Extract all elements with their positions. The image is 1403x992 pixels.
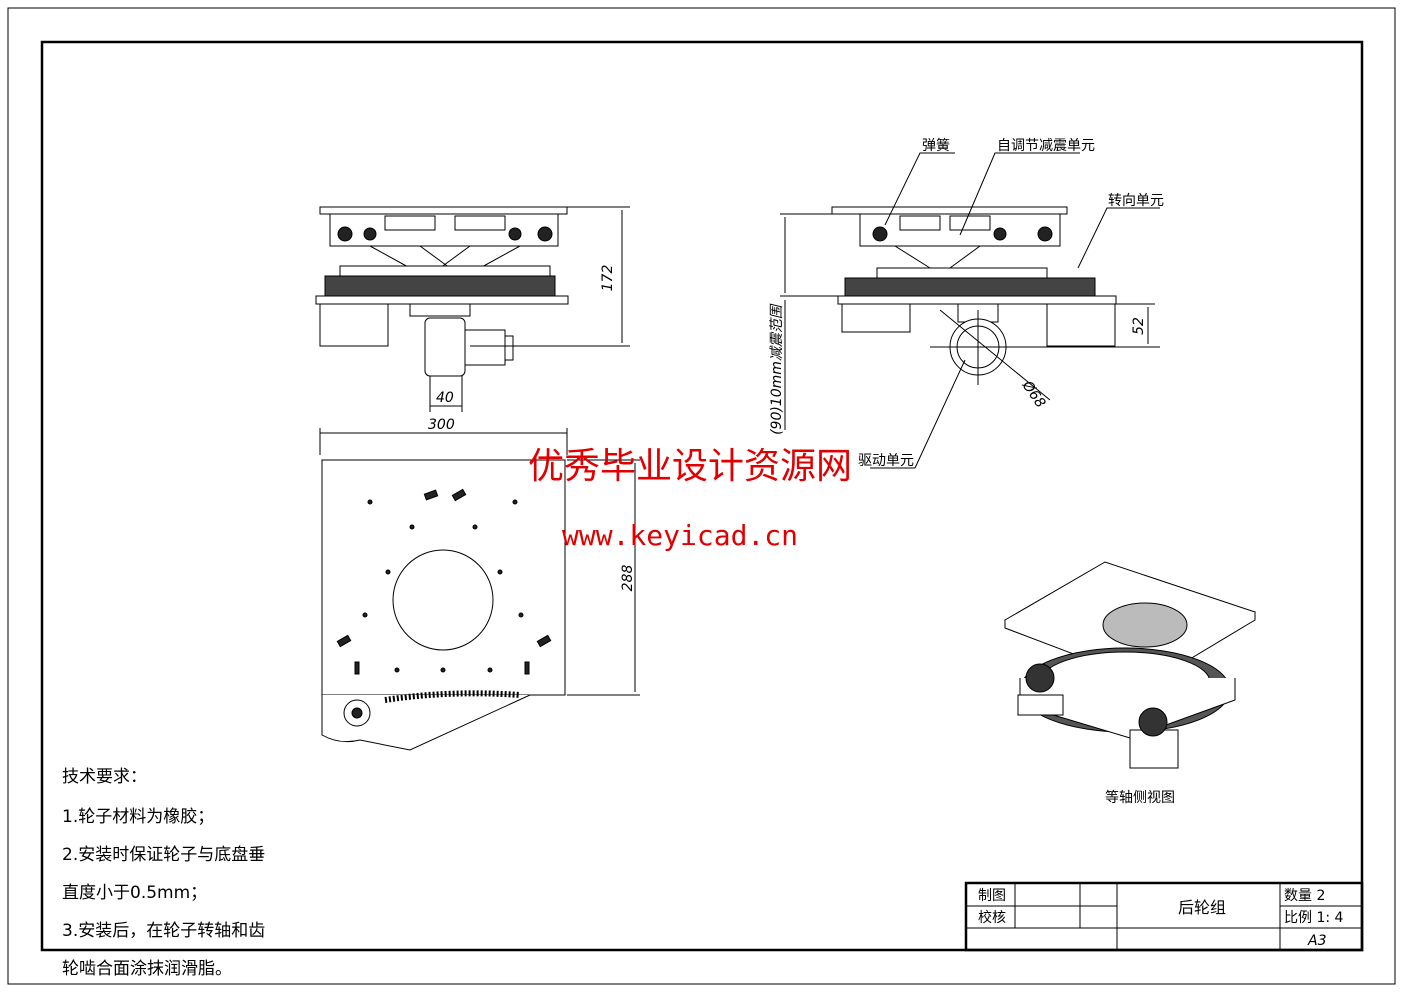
note-line: 轮啮合面涂抹润滑脂。: [62, 959, 232, 979]
label-steering-unit: 转向单元: [1108, 193, 1164, 209]
outer-border: [7, 7, 1396, 985]
label-drive-unit: 驱动单元: [858, 453, 914, 469]
title-block: 制图 校核 后轮组 数量 2 比例 1: 4 A3: [964, 881, 1364, 952]
part-name: 后轮组: [1178, 898, 1226, 917]
isometric-view: 等轴侧视图: [1003, 561, 1257, 806]
dim-height-172: 172: [600, 265, 616, 292]
side-view: Ø68 52 (90)10mm减震范围 弹簧 自调节减震单元 转向单元 驱动单元: [769, 138, 1164, 469]
checked-by-label: 校核: [978, 909, 1006, 926]
dim-depth-288: 288: [620, 565, 636, 592]
sheet-size: A3: [1307, 933, 1326, 949]
dim-width-300: 300: [428, 417, 455, 433]
dim-wheel-diameter: Ø68: [1018, 377, 1048, 411]
label-spring: 弹簧: [922, 138, 950, 154]
scale: 比例 1: 4: [1284, 910, 1344, 926]
technical-notes: 技术要求： 1.轮子材料为橡胶； 2.安装时保证轮子与底盘垂 直度小于0.5mm…: [62, 767, 265, 979]
notes-title: 技术要求：: [62, 767, 147, 787]
dim-offset-52: 52: [1131, 317, 1147, 335]
quantity: 数量 2: [1284, 888, 1325, 904]
inner-frame: [40, 40, 1364, 952]
front-view: 172 40: [315, 206, 630, 412]
drawn-by-label: 制图: [978, 888, 1006, 904]
note-line: 3.安装后，在轮子转轴和齿: [62, 921, 265, 941]
note-line: 2.安装时保证轮子与底盘垂: [62, 845, 265, 865]
watermark-site-name: 优秀毕业设计资源网: [528, 446, 852, 487]
isometric-caption: 等轴侧视图: [1105, 789, 1175, 806]
dim-damping-range: (90)10mm减震范围: [769, 303, 785, 435]
top-view: 300 288: [319, 417, 640, 751]
note-line: 直度小于0.5mm；: [62, 883, 207, 903]
watermark-url[interactable]: www.keyicad.cn: [562, 519, 798, 552]
note-line: 1.轮子材料为橡胶；: [62, 807, 214, 827]
label-self-adjust-damping: 自调节减震单元: [997, 138, 1095, 154]
dim-wheel-width-40: 40: [436, 390, 454, 406]
